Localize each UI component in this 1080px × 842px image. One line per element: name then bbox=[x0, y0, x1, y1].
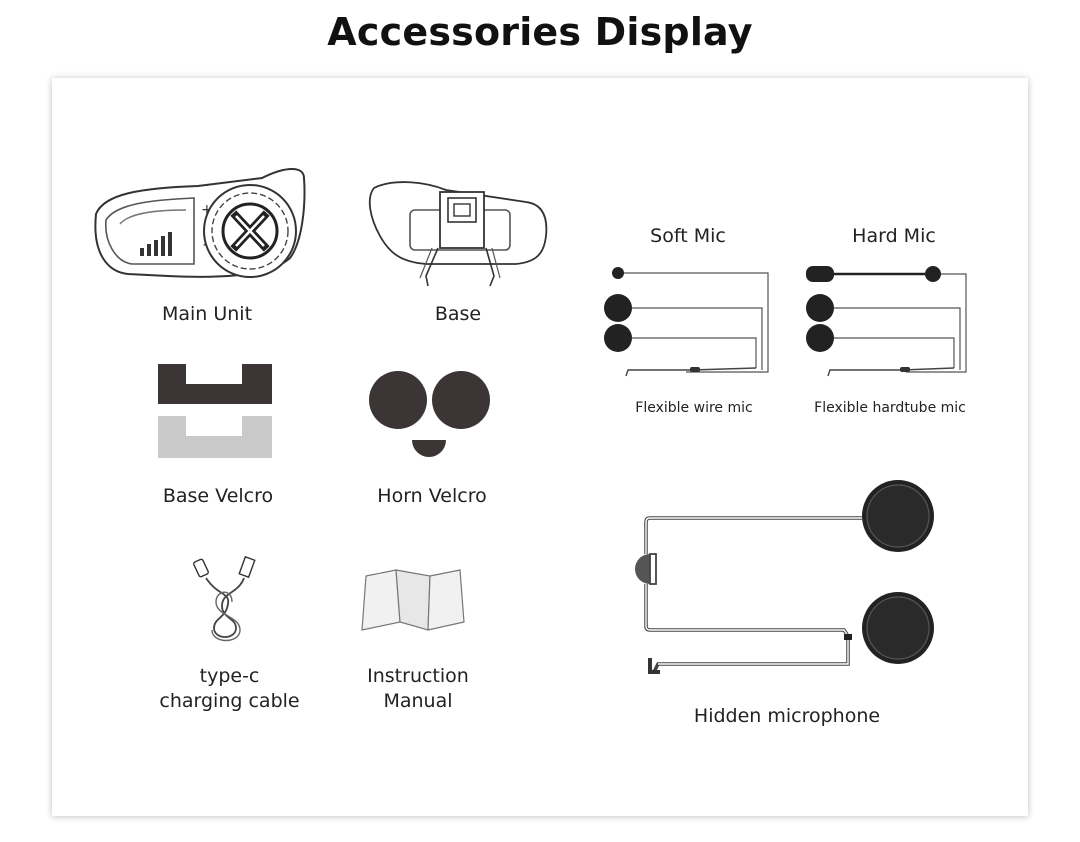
hidden-microphone-icon bbox=[635, 480, 934, 674]
soft-mic-icon bbox=[604, 267, 769, 377]
horn-velcro-label: Horn Velcro bbox=[377, 485, 487, 507]
main-unit-label: Main Unit bbox=[161, 303, 253, 325]
manual-label-line1: Instruction bbox=[367, 665, 469, 687]
folded-manual-icon bbox=[361, 569, 465, 631]
base-velcro-icon bbox=[158, 364, 272, 458]
base-label: Base bbox=[434, 303, 482, 325]
intercom-main-unit-icon: + − bbox=[94, 168, 306, 278]
soft-mic-heading: Soft Mic bbox=[650, 225, 726, 247]
accessories-panel: + − Main Unit Base Base Velcro Horn Velc… bbox=[52, 78, 1028, 816]
hard-mic-heading: Hard Mic bbox=[852, 225, 936, 247]
usb-cable-icon bbox=[193, 556, 256, 642]
mounting-base-icon bbox=[368, 181, 548, 287]
hard-mic-caption: Flexible hardtube mic bbox=[814, 400, 966, 416]
cable-label-line1: type-c bbox=[199, 665, 260, 687]
page-title: Accessories Display bbox=[327, 10, 753, 54]
cable-label-line2: charging cable bbox=[159, 690, 300, 712]
svg-text:+: + bbox=[201, 202, 213, 218]
horn-velcro-icon bbox=[369, 371, 490, 457]
hidden-microphone-caption: Hidden microphone bbox=[693, 705, 881, 727]
soft-mic-caption: Flexible wire mic bbox=[635, 400, 753, 416]
base-velcro-label: Base Velcro bbox=[162, 485, 274, 507]
manual-label-line2: Manual bbox=[383, 690, 453, 712]
hard-mic-icon bbox=[806, 266, 967, 377]
